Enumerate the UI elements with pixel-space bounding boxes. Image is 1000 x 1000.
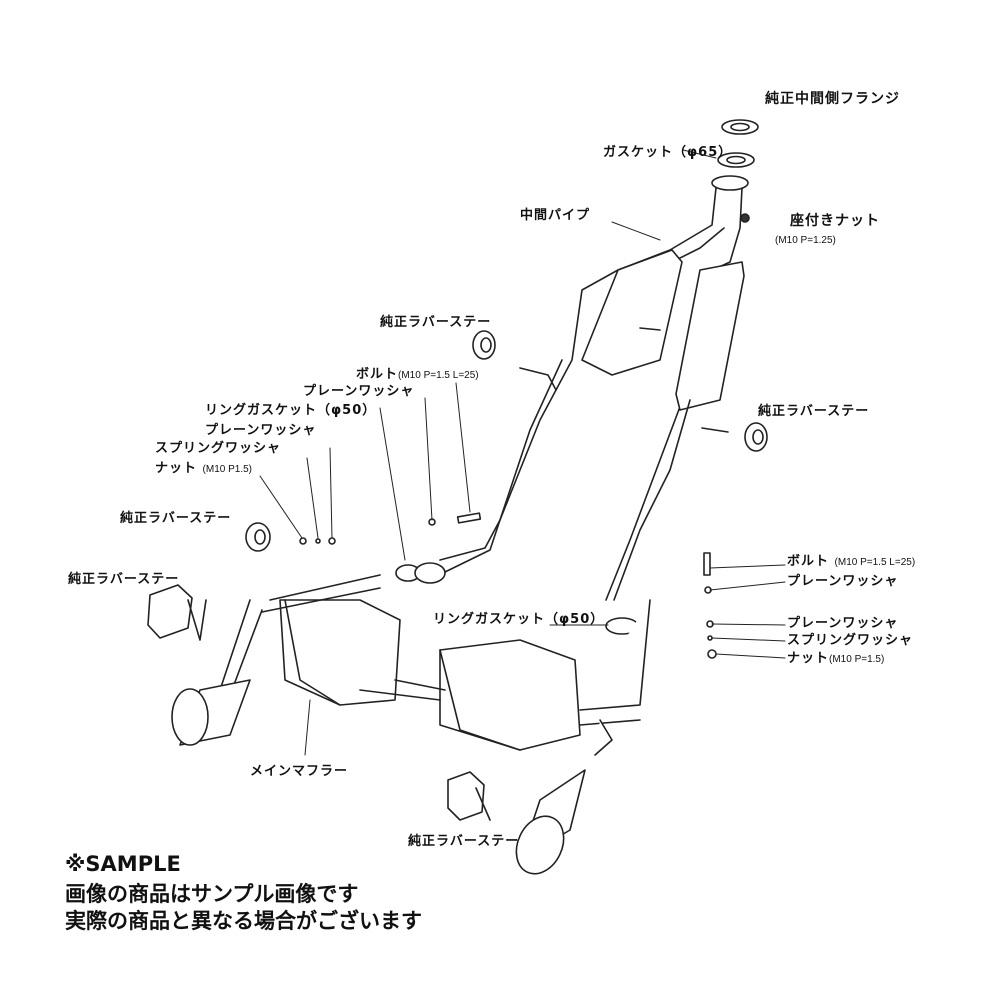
label-spring-washer-left: スプリングワッシャ	[155, 441, 282, 456]
label-rubber-stay-left-2: 純正ラバーステー	[68, 572, 180, 587]
label-ring-gasket-right: リングガスケット（φ50）	[433, 612, 605, 627]
tail-pipes	[171, 679, 613, 875]
label-mid-pipe: 中間パイプ	[520, 208, 591, 223]
label-ring-gasket-left: リングガスケット（φ50）	[205, 403, 377, 418]
label-bolt-right-spec: (M10 P=1.5 L=25)	[834, 557, 916, 568]
fasteners	[299, 512, 717, 668]
label-gasket-65: ガスケット（φ65）	[603, 145, 733, 160]
leader-lines	[259, 149, 786, 756]
label-seat-nut-spec: (M10 P=1.25)	[775, 235, 836, 246]
label-nut-left: ナット (M10 P1.5)	[155, 461, 253, 476]
label-plain-washer-right-1: プレーンワッシャ	[787, 574, 899, 589]
label-nut-right-spec: (M10 P=1.5)	[829, 654, 885, 665]
label-rubber-stay-bottom: 純正ラバーステー	[408, 834, 520, 849]
label-nut-left-spec: (M10 P1.5)	[202, 464, 253, 475]
label-plain-washer-left-2: プレーンワッシャ	[205, 423, 317, 438]
label-plain-washer-left-1: プレーンワッシャ	[303, 384, 415, 399]
main-muffler-part	[219, 574, 651, 751]
label-bolt-left: ボルト(M10 P=1.5 L=25)	[356, 367, 479, 382]
label-nut-right: ナット(M10 P=1.5)	[787, 651, 885, 666]
label-flange: 純正中間側フランジ	[765, 91, 900, 107]
sample-note: ※SAMPLE	[65, 852, 181, 876]
sample-disclaimer-1: 画像の商品はサンプル画像です	[65, 882, 359, 906]
label-bolt-left-spec: (M10 P=1.5 L=25)	[398, 370, 479, 381]
label-rubber-stay-left-1: 純正ラバーステー	[120, 511, 232, 526]
label-bolt-right: ボルト (M10 P=1.5 L=25)	[787, 554, 916, 569]
rubber-stays	[147, 330, 768, 821]
label-rubber-stay-right: 純正ラバーステー	[758, 404, 870, 419]
label-plain-washer-right-2: プレーンワッシャ	[787, 616, 899, 631]
label-main-muffler: メインマフラー	[250, 764, 349, 779]
mid-pipe-part	[439, 187, 745, 601]
label-spring-washer-right: スプリングワッシャ	[787, 633, 914, 648]
flange-part	[711, 119, 759, 223]
label-rubber-stay-top: 純正ラバーステー	[380, 315, 492, 330]
sample-disclaimer-2: 実際の商品と異なる場合がございます	[65, 909, 422, 933]
label-seat-nut: 座付きナット	[790, 213, 880, 229]
